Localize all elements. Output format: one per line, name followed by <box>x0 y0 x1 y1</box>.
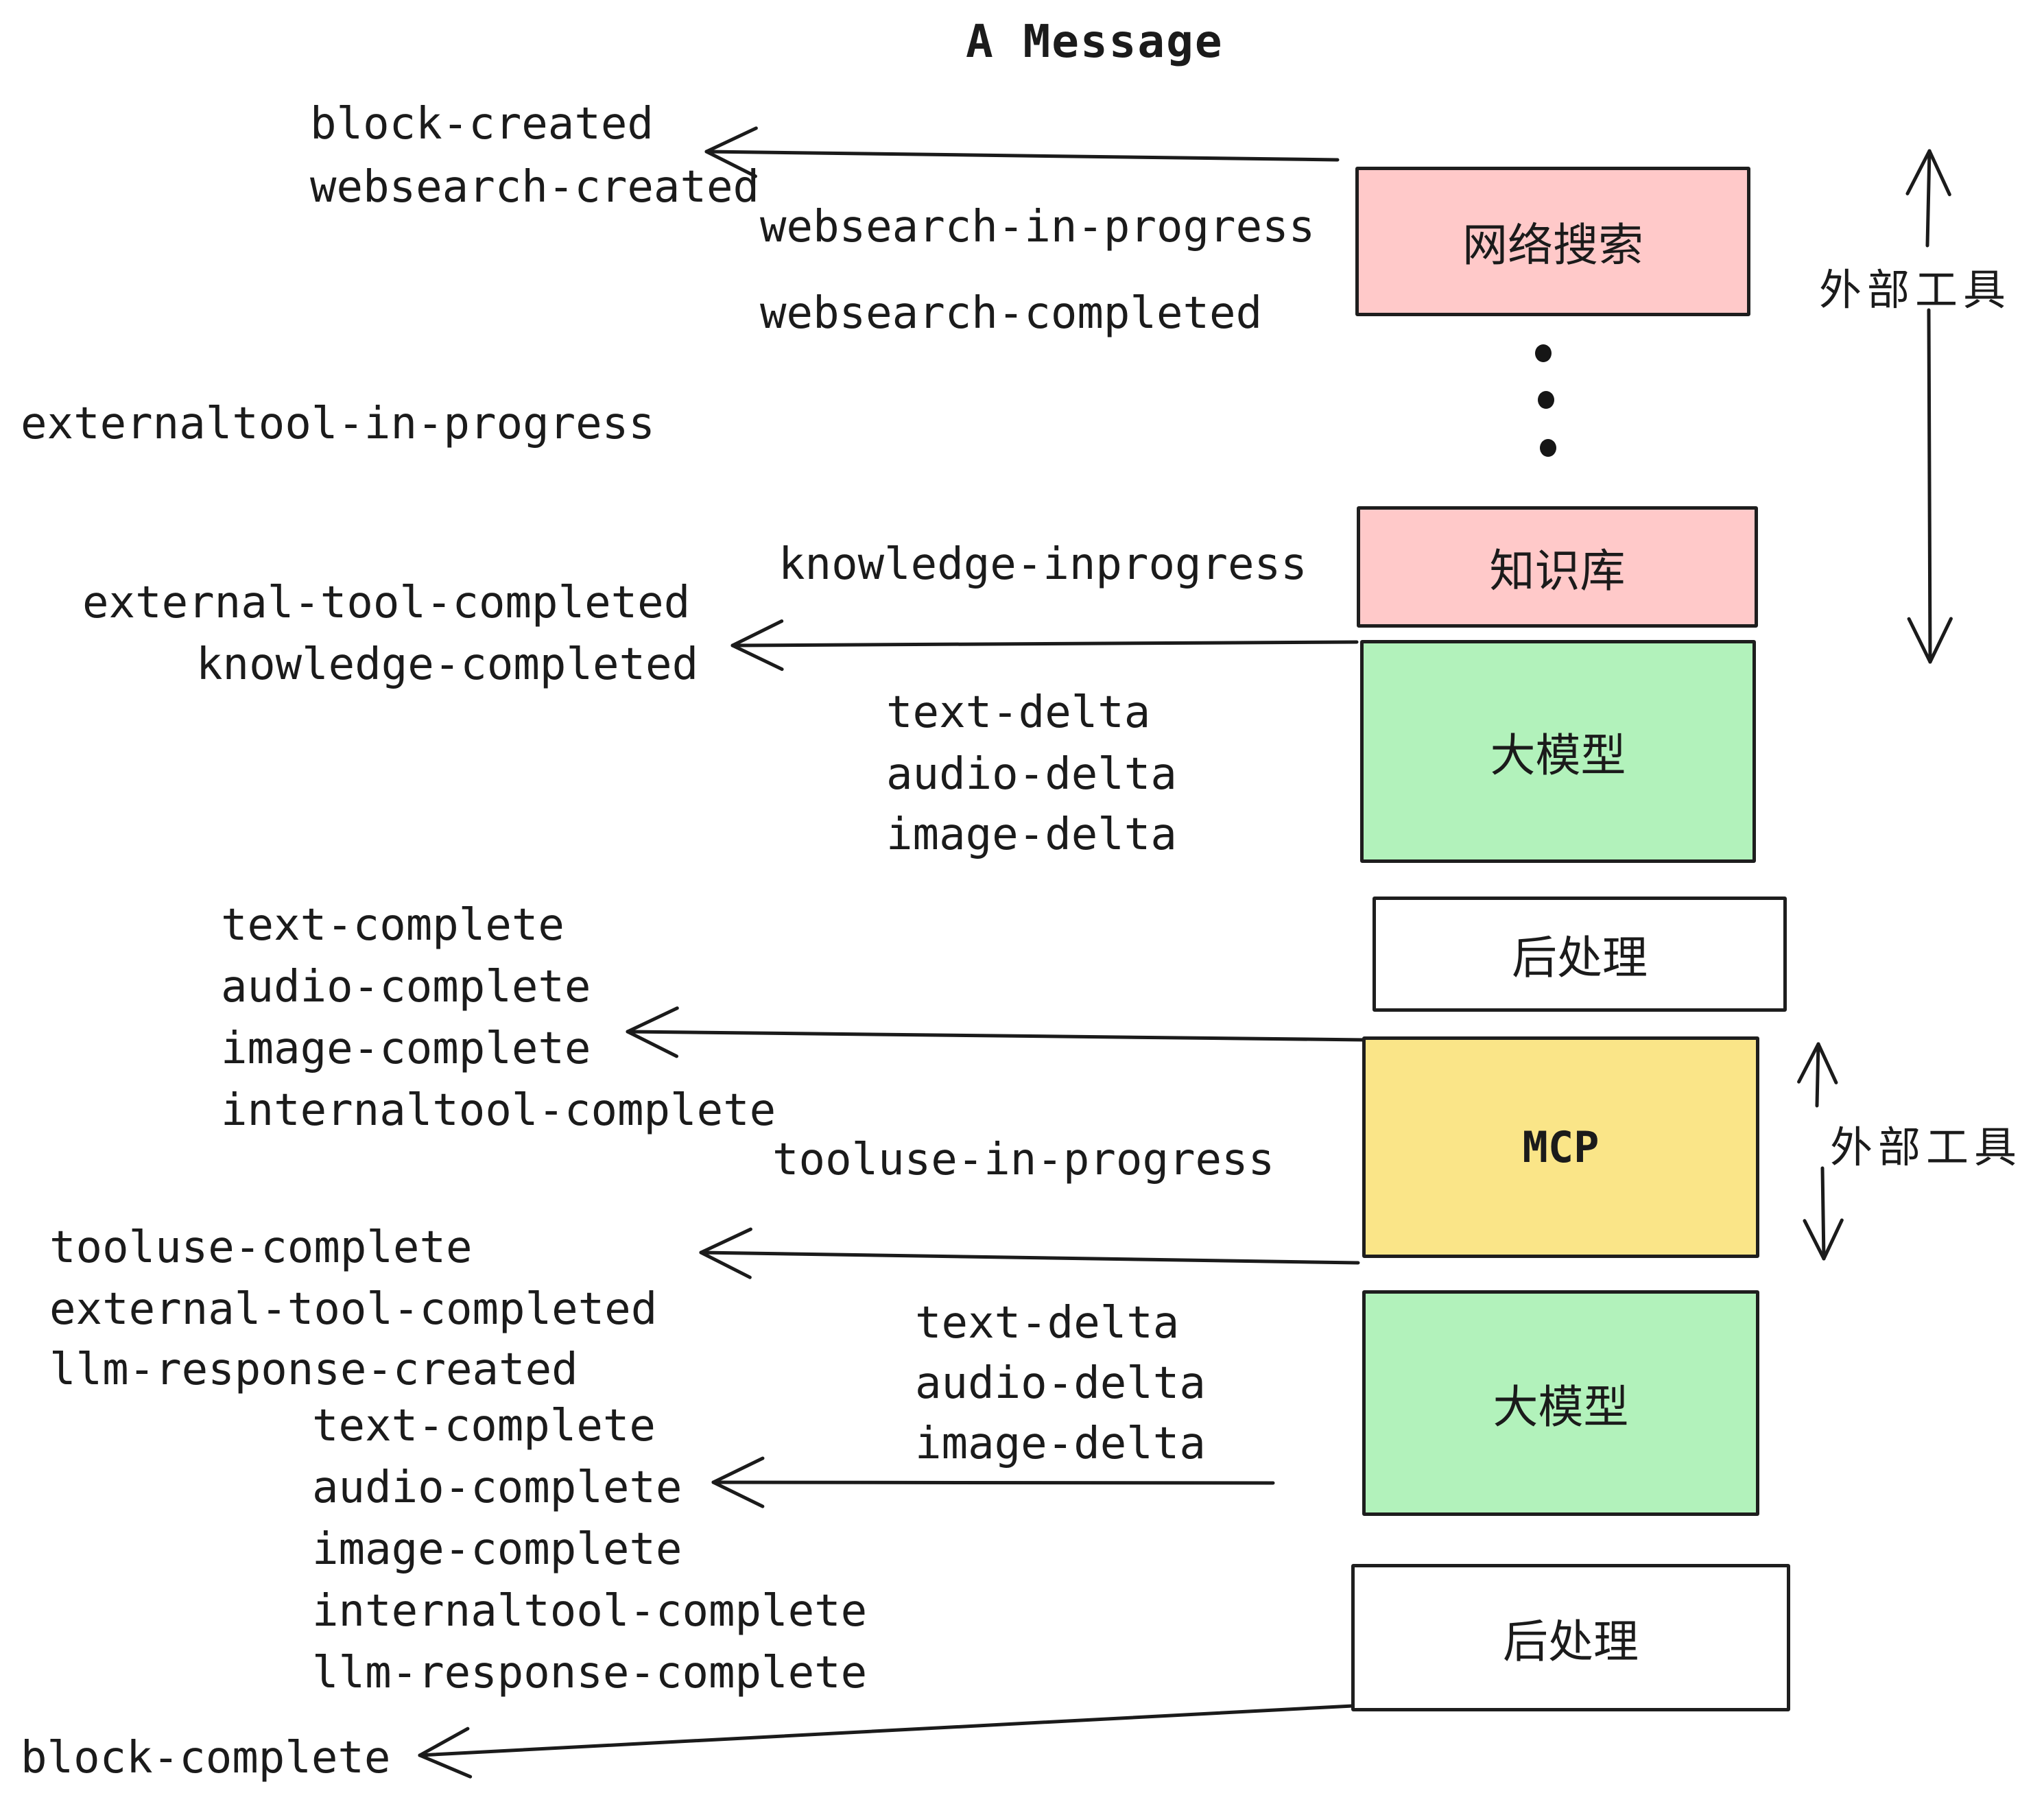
arrow-head-to-block-complete <box>418 1753 473 1779</box>
event-label: websearch-created <box>310 162 760 213</box>
event-label: text-complete <box>221 900 565 951</box>
event-label: llm-response-created <box>49 1344 578 1395</box>
diagram-box-llm-1: 大模型 <box>1360 640 1756 863</box>
box-label: 后处理 <box>1503 1615 1639 1668</box>
event-label: websearch-completed <box>760 288 1263 339</box>
event-label: audio-delta <box>915 1358 1206 1409</box>
arrow-head-external-tools-up-2 <box>1816 1042 1838 1084</box>
event-label: tooluse-complete <box>49 1222 473 1273</box>
diagram-box-llm-2: 大模型 <box>1362 1290 1759 1516</box>
diagram-box-websearch: 网络搜索 <box>1355 167 1750 316</box>
event-label: knowledge-completed <box>196 639 699 690</box>
event-label: internaltool-complete <box>312 1586 868 1637</box>
ellipsis-dot <box>1540 439 1556 457</box>
event-label: llm-response-complete <box>312 1648 868 1698</box>
diagram-box-mcp: MCP <box>1362 1036 1759 1258</box>
diagram-title: A Message <box>966 15 1224 68</box>
arrow-head-external-tools-up-2 <box>1797 1042 1820 1084</box>
event-label: image-complete <box>312 1524 682 1575</box>
event-label: text-delta <box>886 687 1151 738</box>
ellipsis-dot <box>1538 391 1554 409</box>
external-tools-annotation: 外部工具 <box>1819 265 2012 315</box>
arrow-line-to-knowledge-completed <box>730 640 1359 648</box>
box-label: 知识库 <box>1489 544 1626 597</box>
box-label: 大模型 <box>1490 728 1626 782</box>
arrow-head-external-tools-down-1 <box>1907 617 1932 664</box>
arrow-line-external-tools-up-2 <box>1815 1042 1820 1108</box>
arrow-head-to-audio-complete <box>711 1456 765 1484</box>
arrow-head-to-knowledge-completed <box>730 643 784 672</box>
event-label: image-complete <box>221 1023 591 1074</box>
arrow-head-to-image-complete <box>626 1006 679 1034</box>
arrow-head-to-block-complete <box>418 1726 470 1757</box>
arrow-head-to-image-complete <box>626 1030 679 1058</box>
event-label: websearch-in-progress <box>760 202 1316 252</box>
arrow-line-to-block-complete <box>418 1704 1355 1757</box>
diagram-box-post-1: 后处理 <box>1372 897 1787 1012</box>
arrow-head-to-tooluse-complete <box>699 1250 752 1279</box>
ellipsis-dot <box>1535 344 1552 362</box>
event-label: block-complete <box>21 1733 391 1783</box>
event-label: text-complete <box>312 1401 656 1451</box>
box-label: 大模型 <box>1493 1380 1629 1434</box>
arrow-head-external-tools-up-1 <box>1905 149 1932 195</box>
arrow-head-external-tools-up-1 <box>1927 149 1951 197</box>
event-label: external-tool-completed <box>49 1284 658 1335</box>
arrow-line-to-block-created <box>704 150 1340 162</box>
event-label: audio-delta <box>886 749 1177 800</box>
event-label: image-delta <box>886 809 1177 860</box>
arrow-head-external-tools-down-1 <box>1928 617 1953 664</box>
arrow-line-to-image-complete <box>626 1030 1367 1042</box>
arrow-head-to-tooluse-complete <box>699 1227 752 1255</box>
arrow-line-external-tools-up-1 <box>1925 149 1932 248</box>
arrow-line-external-tools-down-2 <box>1820 1166 1826 1261</box>
event-label: audio-complete <box>221 962 591 1012</box>
box-label: 网络搜索 <box>1462 219 1643 272</box>
box-label: 后处理 <box>1512 931 1648 984</box>
arrow-line-external-tools-down-1 <box>1927 308 1932 664</box>
event-label: block-created <box>310 99 654 150</box>
arrow-head-external-tools-down-2 <box>1803 1219 1826 1261</box>
event-label: internaltool-complete <box>221 1085 776 1136</box>
event-label: externaltool-in-progress <box>21 399 655 449</box>
diagram-box-post-2: 后处理 <box>1351 1564 1790 1711</box>
arrow-head-external-tools-down-2 <box>1822 1218 1844 1261</box>
event-label: knowledge-inprogress <box>779 539 1307 590</box>
arrow-head-to-knowledge-completed <box>730 619 784 648</box>
arrow-line-to-tooluse-complete <box>699 1250 1360 1265</box>
arrow-line-to-audio-complete <box>711 1480 1275 1485</box>
arrow-head-to-audio-complete <box>711 1480 765 1508</box>
event-label: tooluse-in-progress <box>772 1135 1275 1185</box>
event-label: audio-complete <box>312 1462 682 1513</box>
event-label: external-tool-completed <box>82 578 691 628</box>
diagram-box-knowledge: 知识库 <box>1357 506 1758 628</box>
arrow-head-to-block-created <box>704 126 758 154</box>
box-label: MCP <box>1522 1122 1600 1172</box>
event-label: text-delta <box>915 1298 1180 1349</box>
event-label: image-delta <box>915 1419 1206 1469</box>
external-tools-annotation: 外部工具 <box>1830 1122 2023 1172</box>
